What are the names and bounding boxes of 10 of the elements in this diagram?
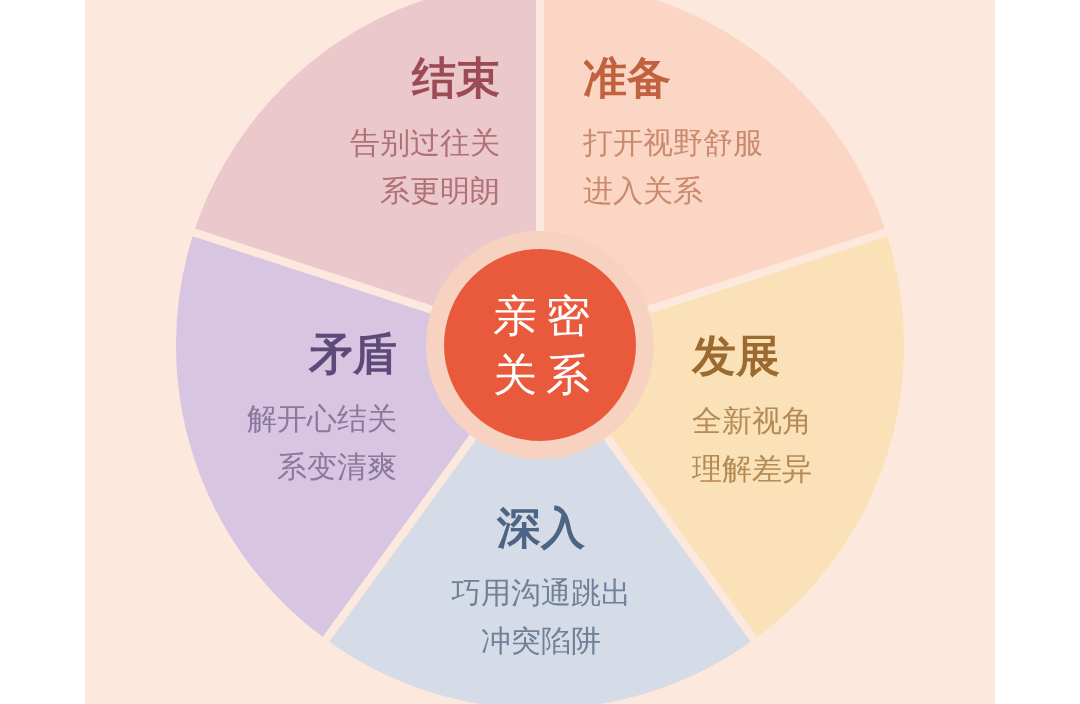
segment-description: 巧用沟通跳出冲突陷阱 (450, 573, 632, 660)
segment-description: 全新视角理解差异 (692, 401, 813, 488)
segment-description: 打开视野舒服进入关系 (583, 123, 764, 210)
segment-heading: 准备 (583, 52, 671, 105)
segment-heading: 矛盾 (309, 328, 397, 381)
segment-heading: 结束 (412, 52, 500, 105)
segment-heading: 深入 (497, 502, 585, 555)
segment-description: 告别过往关系更明朗 (349, 123, 500, 210)
segment-heading: 发展 (692, 330, 780, 383)
segment-description: 解开心结关系变清爽 (246, 399, 397, 486)
